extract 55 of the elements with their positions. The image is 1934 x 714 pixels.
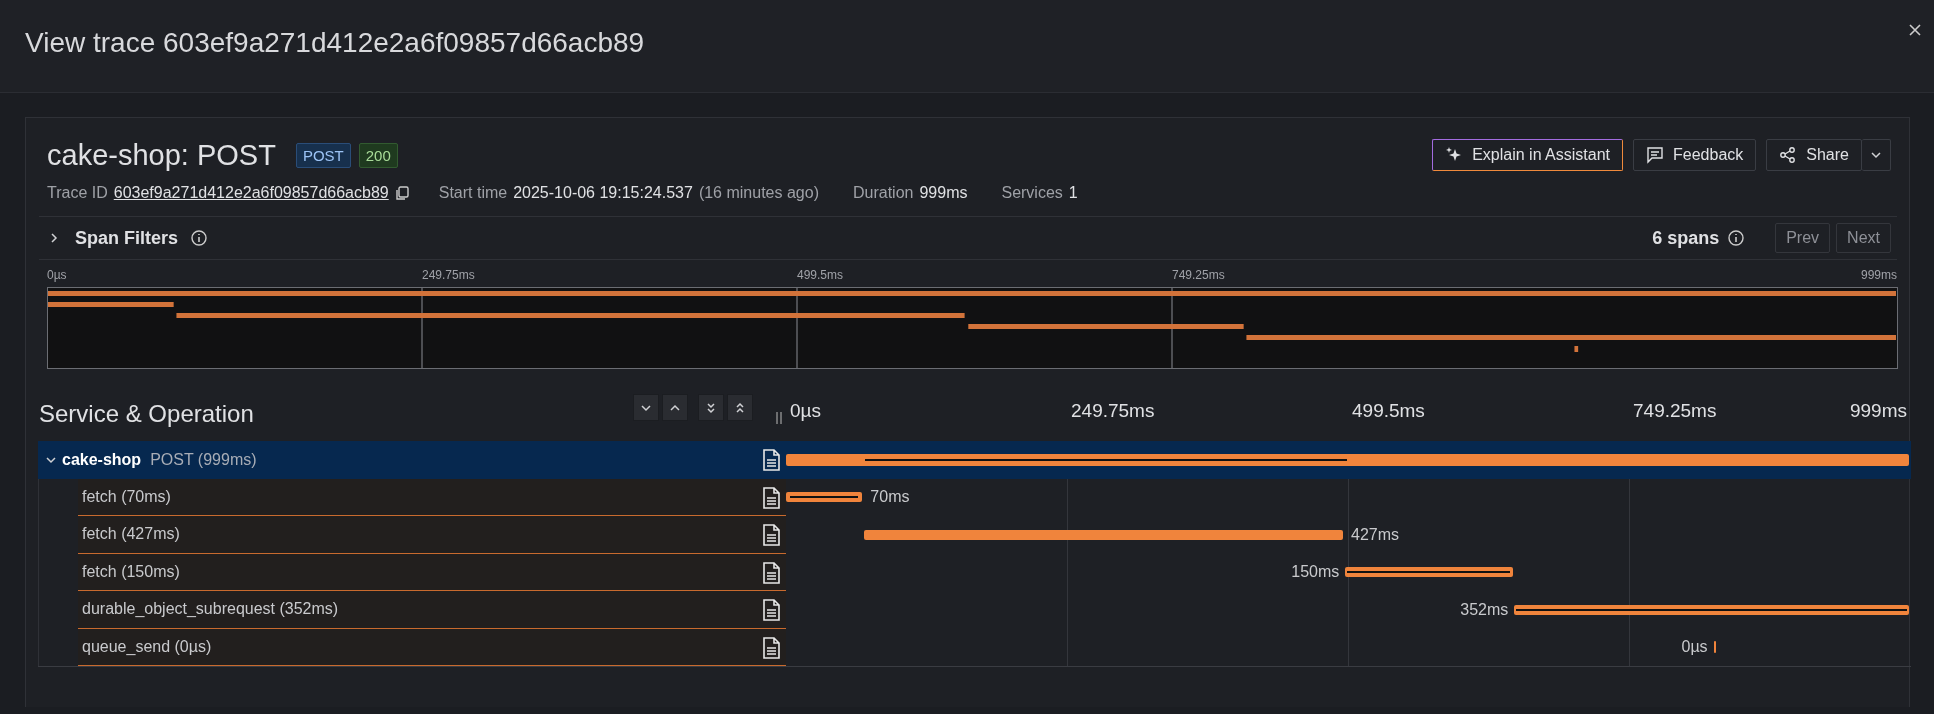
meta-key: Services: [1001, 184, 1063, 202]
span-bar: [786, 492, 863, 503]
service-name: cake-shop: [62, 450, 142, 469]
span-row: [78, 516, 786, 554]
dialog-title: View trace 603ef9a271d412e2a6f09857d66acb89: [25, 27, 645, 59]
span-row: [78, 478, 786, 516]
operation-name: fetch (150ms): [82, 562, 180, 581]
meta-value: 1: [1068, 184, 1078, 202]
axis-tick-label: 999ms: [1849, 400, 1907, 422]
explain-button: Explain in Assistant: [1432, 139, 1624, 171]
axis-tick-label: 999ms: [1860, 268, 1897, 282]
status-tag: 200: [358, 142, 398, 168]
operation-name: fetch (427ms): [82, 525, 180, 544]
meta-value: 999ms: [919, 184, 968, 202]
axis-tick-label: 249.75ms: [1071, 400, 1155, 422]
section-title: Span Filters: [75, 227, 179, 249]
axis-tick-label: 749.25ms: [1633, 400, 1717, 422]
meta-key: Trace ID: [47, 184, 108, 202]
duration-label: 70ms: [870, 488, 910, 507]
feedback-button: Feedback: [1633, 139, 1757, 171]
span-bar: [1713, 641, 1716, 654]
trace-heading: cake-shop: POST: [47, 138, 276, 172]
meta-key: Start time: [438, 184, 508, 202]
share-button: Share: [1766, 139, 1862, 171]
duration-label: 150ms: [1291, 563, 1340, 582]
span-bar: [1514, 604, 1909, 615]
duration-label: 427ms: [1351, 525, 1400, 544]
span-bar: [864, 529, 1343, 540]
operation-name: queue_send (0µs): [82, 637, 212, 656]
column-heading: Service & Operation: [39, 400, 254, 428]
duration-label: 352ms: [1460, 600, 1509, 619]
axis-tick-label: 749.25ms: [1172, 268, 1225, 282]
axis-tick-label: 0µs: [790, 400, 821, 422]
axis-tick-label: 499.5ms: [1352, 400, 1425, 422]
operation-name: durable_object_subrequest (352ms): [82, 600, 339, 619]
prev-button: Prev: [1775, 223, 1831, 253]
span-row: [78, 553, 786, 591]
span-row: [78, 628, 786, 666]
meta-key: Duration: [852, 184, 914, 202]
span-bar: [1345, 567, 1513, 578]
meta-note: (16 minutes ago): [698, 184, 819, 202]
duration-label: 0µs: [1681, 638, 1708, 657]
trace-id-link: 603ef9a271d412e2a6f09857d66acb89: [113, 184, 389, 202]
span-row: [78, 591, 786, 629]
method-tag: POST: [295, 142, 351, 168]
axis-tick-label: 249.75ms: [422, 268, 475, 282]
axis-tick-label: 0µs: [47, 268, 67, 282]
next-button: Next: [1836, 223, 1891, 253]
operation-name: POST (999ms): [150, 450, 257, 469]
meta-value: 2025-10-06 19:15:24.537: [513, 184, 693, 202]
span-row-selected: [38, 441, 786, 479]
span-count: 6 spans: [1652, 227, 1720, 249]
span-bar: [786, 453, 1909, 466]
operation-name: fetch (70ms): [82, 487, 171, 506]
axis-tick-label: 499.5ms: [797, 268, 844, 282]
